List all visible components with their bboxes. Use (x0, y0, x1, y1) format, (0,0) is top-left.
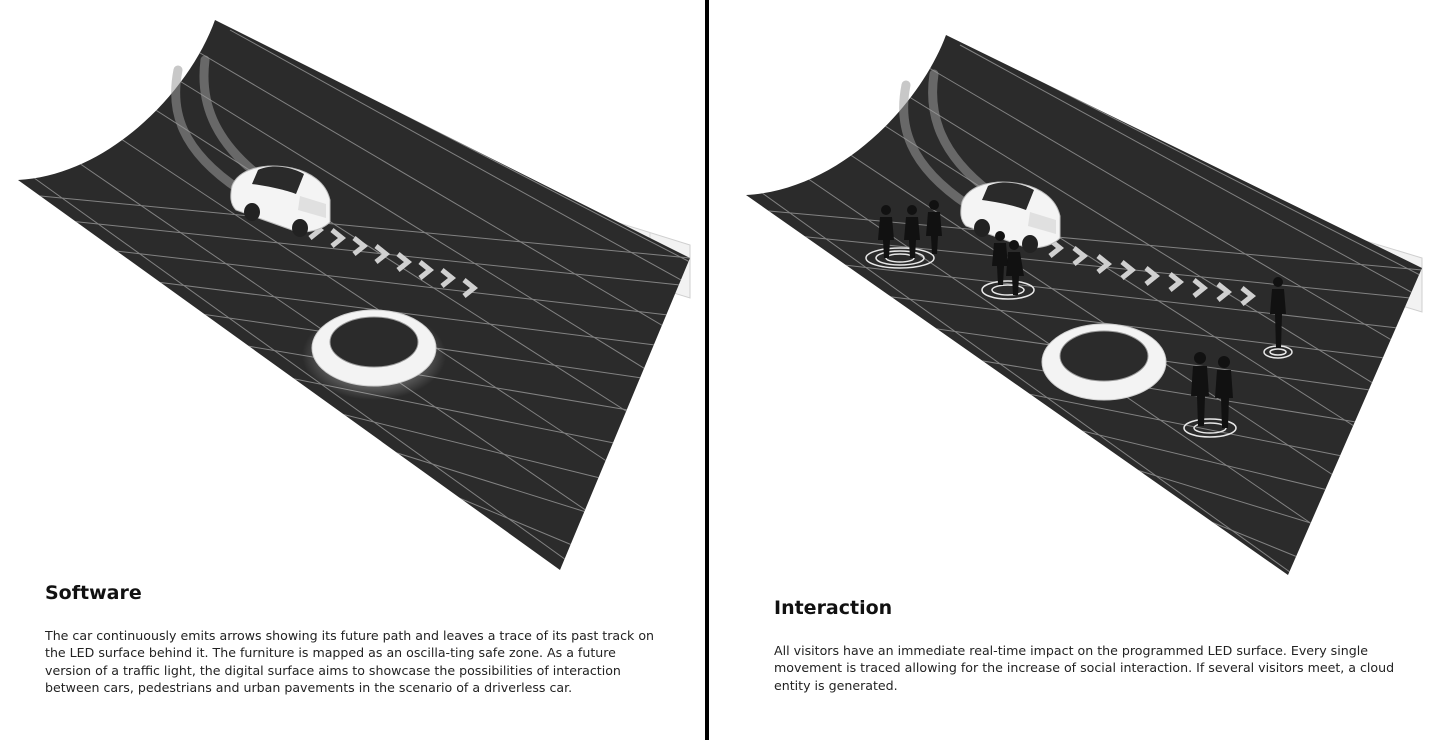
interaction-illustration (746, 35, 1423, 575)
led-surface (746, 35, 1422, 575)
ring-furniture (1041, 323, 1167, 401)
software-illustration (18, 20, 691, 570)
panel-interaction: Interaction All visitors have an immedia… (710, 0, 1452, 740)
interaction-description: All visitors have an immediate real-time… (774, 643, 1395, 693)
ring-furniture (302, 309, 446, 400)
software-heading: Software (45, 582, 142, 604)
software-description: The car continuously emits arrows showin… (45, 628, 655, 696)
led-surface (18, 20, 690, 570)
driverless-car (230, 165, 331, 237)
led-grid (757, 44, 1422, 575)
panel-divider (705, 0, 709, 740)
panel-software: Software The car continuously emits arro… (0, 0, 706, 740)
visitor-silhouettes (878, 200, 1286, 428)
past-track (171, 55, 267, 195)
driverless-car (960, 181, 1061, 253)
interaction-heading: Interaction (774, 597, 893, 619)
past-track (899, 69, 995, 210)
future-arrows (308, 220, 479, 298)
